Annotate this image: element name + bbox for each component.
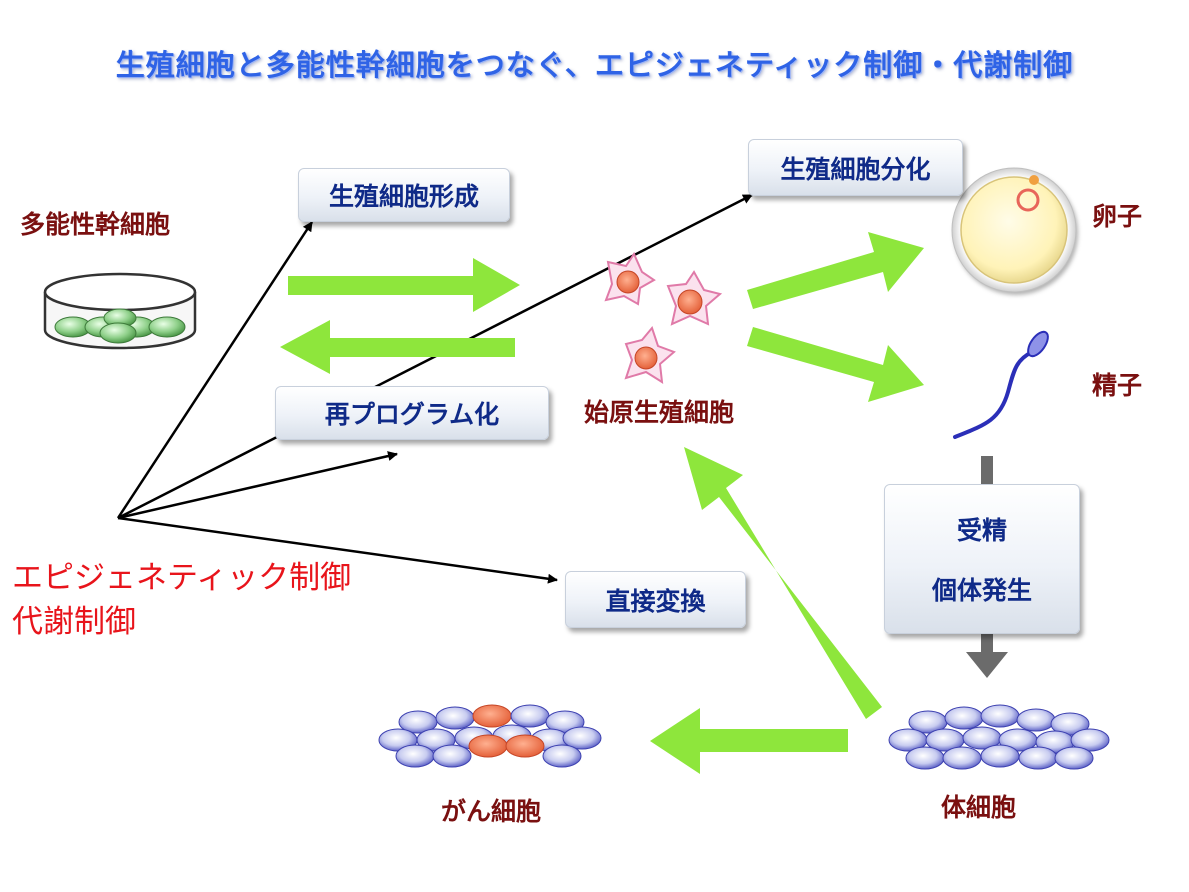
arrow-to-egg	[747, 232, 924, 309]
box-direct-conversion: 直接変換	[565, 571, 746, 628]
arrow-to-direct-conversion	[117, 516, 558, 584]
diagram-title: 生殖細胞と多能性幹細胞をつなぐ、エピジェネティック制御・代謝制御	[115, 48, 1074, 82]
arrow-somatic-to-cancer	[650, 708, 848, 774]
label-somatic-cells: 体細胞	[941, 793, 1017, 822]
arrow-right-germ-formation	[288, 258, 520, 312]
green-arrows	[280, 232, 924, 774]
arrow-left-reprogramming	[280, 320, 515, 374]
primordial-germ-cells-icon	[604, 251, 723, 384]
development-label: 個体発生	[931, 576, 1032, 605]
label-epigenetic-regulation: エピジェネティック制御	[12, 560, 352, 596]
sperm-cell-icon	[953, 330, 1049, 439]
label-sperm: 精子	[1092, 371, 1143, 400]
somatic-cells-icon	[888, 704, 1110, 770]
arrow-somatic-to-primordial	[684, 447, 882, 719]
label-cancer-cells: がん細胞	[441, 797, 542, 826]
gray-arrows	[966, 456, 1008, 678]
box-germ-differentiation: 生殖細胞分化	[748, 139, 963, 196]
label-metabolic-regulation: 代謝制御	[12, 604, 136, 640]
cancer-cells-icon	[378, 704, 602, 768]
label-pluripotent-stem-cells: 多能性幹細胞	[20, 210, 171, 239]
box-reprogramming: 再プログラム化	[275, 386, 549, 440]
arrow-to-sperm	[747, 327, 924, 402]
egg-cell-icon	[951, 167, 1077, 293]
label-egg: 卵子	[1092, 202, 1143, 231]
fertilization-label: 受精	[956, 516, 1007, 545]
label-primordial-germ-cells: 始原生殖細胞	[584, 398, 735, 427]
arrow-to-germ-formation	[116, 221, 314, 519]
box-fertilization-development: 受精 個体発生	[884, 484, 1080, 634]
box-germ-formation: 生殖細胞形成	[298, 168, 510, 222]
arrow-to-reprogramming	[117, 451, 398, 520]
petri-dish-icon	[43, 272, 197, 350]
